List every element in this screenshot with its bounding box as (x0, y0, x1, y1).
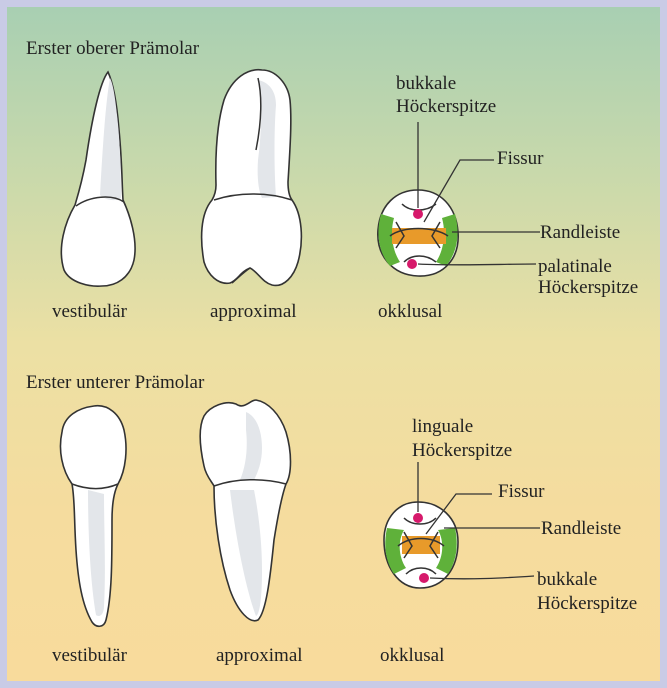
lower-caption-vestibular: vestibulär (52, 645, 128, 666)
upper-caption-okklusal: okklusal (378, 301, 442, 322)
lower-label-cusp-top-line2: Höckerspitze (412, 440, 512, 461)
upper-cusp-top-dot (413, 209, 423, 219)
diagram-panel: Erster oberer Prämolar bukkale Höcker (7, 7, 660, 681)
upper-caption-approximal: approximal (210, 301, 297, 322)
lower-cusp-bottom-dot (419, 573, 429, 583)
lower-occlusal-tooth (384, 502, 458, 588)
lower-label-cusp-bottom-line1: bukkale (537, 569, 597, 590)
lower-vestibular-tooth (60, 406, 126, 627)
upper-section-title: Erster oberer Prämolar (26, 38, 200, 59)
upper-label-cusp-bottom-line1: palatinale (538, 256, 612, 277)
lower-label-cusp-top-line1: linguale (412, 416, 473, 437)
upper-label-cusp-bottom-line2: Höckerspitze (538, 277, 638, 298)
upper-approximal-tooth (202, 70, 302, 286)
premolar-diagram: Erster oberer Prämolar bukkale Höcker (7, 7, 660, 681)
lower-label-cusp-bottom-line2: Höckerspitze (537, 593, 637, 614)
upper-caption-vestibular: vestibulär (52, 301, 128, 322)
upper-vestibular-tooth (61, 72, 135, 286)
lower-label-fissure: Fissur (498, 481, 545, 502)
lower-caption-approximal: approximal (216, 645, 303, 666)
upper-label-fissure: Fissur (497, 148, 544, 169)
upper-label-cusp-top-line1: bukkale (396, 73, 456, 94)
lower-caption-okklusal: okklusal (380, 645, 444, 666)
upper-label-cusp-top-line2: Höckerspitze (396, 96, 496, 117)
lower-approximal-tooth (200, 400, 290, 621)
upper-cusp-bottom-dot (407, 259, 417, 269)
lower-cusp-top-dot (413, 513, 423, 523)
upper-label-ridge: Randleiste (540, 222, 620, 243)
lower-label-ridge: Randleiste (541, 518, 621, 539)
lower-section-title: Erster unterer Prämolar (26, 372, 205, 393)
